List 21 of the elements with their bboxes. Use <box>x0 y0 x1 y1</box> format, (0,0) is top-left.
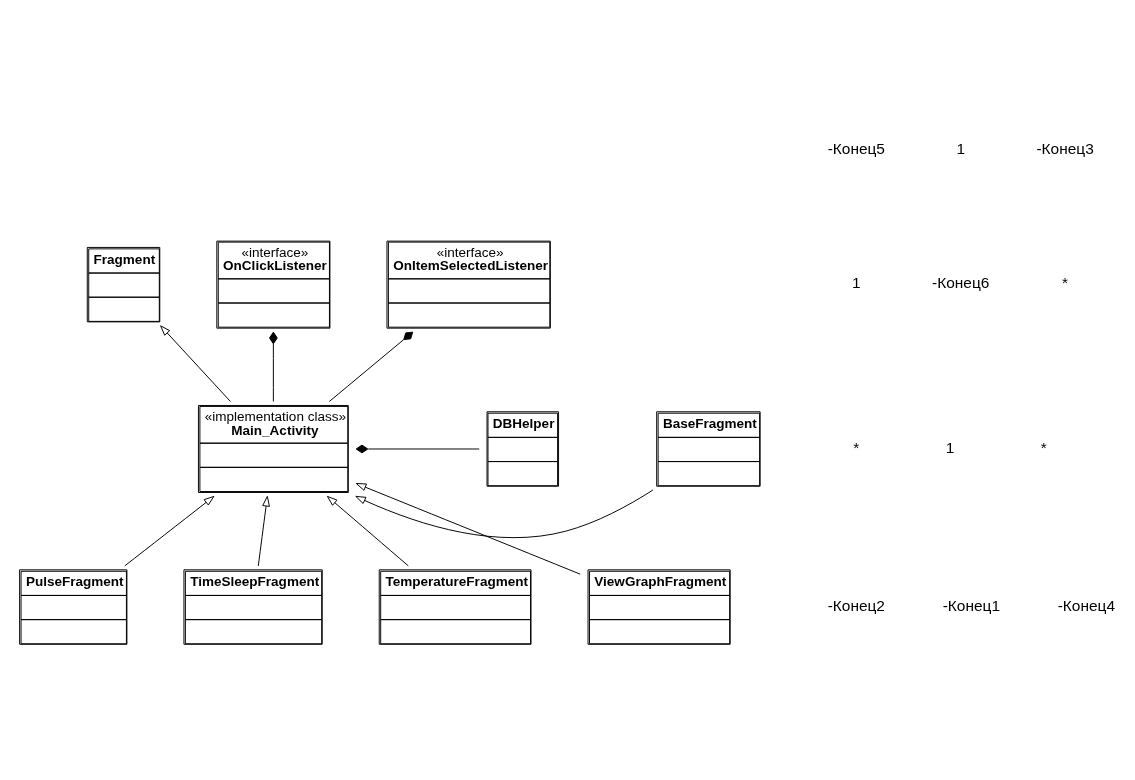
label: * <box>853 438 860 456</box>
label: * <box>1040 438 1047 456</box>
connector <box>328 331 414 402</box>
connector <box>269 331 278 402</box>
label: * <box>1062 273 1069 291</box>
arrow <box>257 495 270 566</box>
label: -Конец4 <box>1057 596 1116 614</box>
label: -Конец5 <box>827 139 885 157</box>
label: -Конец2 <box>827 596 885 614</box>
arrow <box>355 489 654 538</box>
arrow <box>160 324 231 402</box>
connector <box>355 444 480 453</box>
label: -Конец1 <box>942 596 1001 614</box>
label: -Конец3 <box>1036 139 1094 157</box>
label: -Конец6 <box>932 273 990 291</box>
label: 1 <box>852 273 861 291</box>
arrow <box>124 495 215 566</box>
label: 1 <box>956 139 966 157</box>
label: 1 <box>945 438 955 456</box>
arrow <box>326 495 409 566</box>
arrow <box>355 482 581 575</box>
